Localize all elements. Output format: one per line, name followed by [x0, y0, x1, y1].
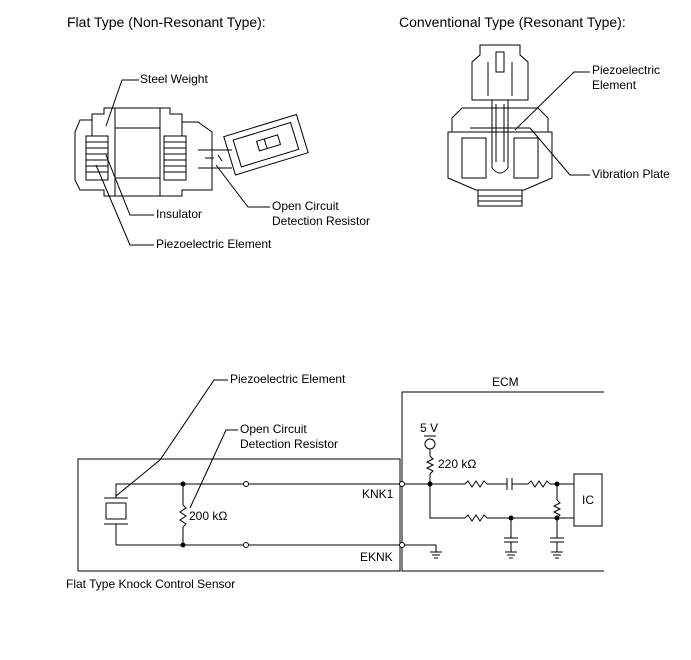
- ocdr-label-circuit-line1: Open Circuit: [240, 422, 307, 436]
- ic-label: IC: [582, 493, 594, 507]
- piezo-symbol: [104, 484, 128, 545]
- conventional-type-title: Conventional Type (Resonant Type):: [399, 14, 626, 30]
- resistor-200k: [179, 484, 187, 545]
- resistor-220k-label: 220 kΩ: [438, 457, 477, 471]
- piezoelectric-label-conv-line1: Piezoelectric: [592, 63, 661, 77]
- supply-voltage-label: 5 V: [420, 421, 439, 435]
- leader-ocdr-flat: [215, 164, 270, 208]
- leader-piezo-conv: [514, 71, 590, 131]
- resistor-200k-label: 200 kΩ: [189, 509, 228, 523]
- knk1-terminal-label: KNK1: [362, 487, 394, 501]
- conventional-sensor-illustration: [447, 44, 553, 207]
- leader-vibration-plate: [529, 127, 590, 176]
- insulator-label: Insulator: [156, 207, 203, 221]
- leader-ocdr-circuit: [189, 429, 238, 509]
- ic-box: [573, 473, 603, 527]
- leader-piezo-circuit: [115, 379, 228, 497]
- vibration-plate-label: Vibration Plate: [592, 167, 670, 181]
- supply-symbol: [424, 435, 436, 484]
- piezoelectric-element-label-flat: Piezoelectric Element: [156, 237, 272, 251]
- ocdr-label-flat-line1: Open Circuit: [272, 199, 339, 213]
- sensor-box: [77, 458, 401, 572]
- steel-weight-label: Steel Weight: [140, 72, 208, 86]
- eknk-ground: [404, 544, 437, 552]
- flat-type-title: Flat Type (Non-Resonant Type):: [67, 14, 266, 30]
- piezoelectric-element-label-circuit: Piezoelectric Element: [230, 372, 346, 386]
- ecm-label: ECM: [492, 375, 519, 389]
- ocdr-label-flat-line2: Detection Resistor: [272, 214, 371, 228]
- flat-sensor-illustration: [74, 107, 309, 197]
- leader-steel-weight: [105, 79, 139, 127]
- sensor-caption: Flat Type Knock Control Sensor: [66, 577, 236, 591]
- leader-piezo-flat: [95, 164, 154, 246]
- leader-insulator: [105, 154, 154, 216]
- piezoelectric-label-conv-line2: Element: [592, 78, 637, 92]
- ocdr-label-circuit-line2: Detection Resistor: [240, 437, 339, 451]
- eknk-terminal-label: EKNK: [360, 550, 393, 564]
